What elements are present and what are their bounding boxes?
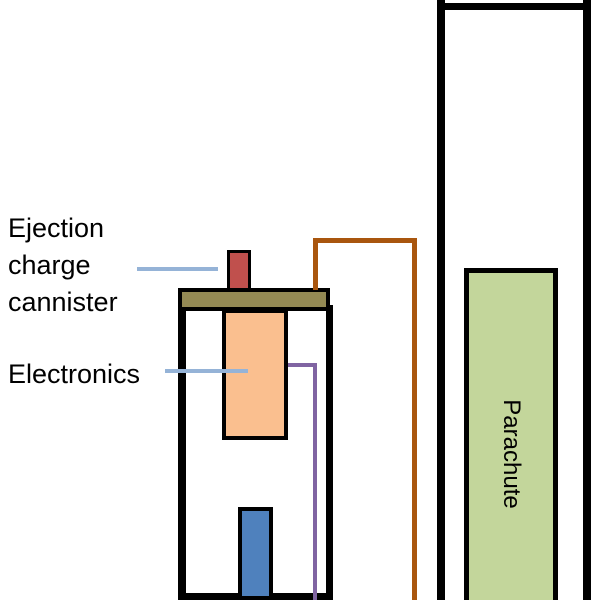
blue-component-box (238, 507, 273, 600)
brown-cord-riser (313, 241, 318, 290)
electronics-box (222, 309, 288, 440)
purple-wire-horizontal (288, 363, 317, 367)
body-tube-left-wall (437, 0, 445, 600)
ejection-leader-line (137, 267, 218, 271)
parachute-box: Parachute (464, 268, 558, 600)
purple-wire-vertical (313, 363, 317, 600)
parachute-label: Parachute (498, 399, 525, 509)
avionics-bay-lid (178, 288, 330, 311)
body-tube-right-wall (583, 0, 591, 600)
brown-cord-drop (412, 243, 417, 600)
ejection-charge-label: Ejection charge cannister (8, 213, 118, 317)
brown-cord-crossover (313, 238, 417, 243)
body-tube-top-line (437, 3, 591, 10)
electronics-leader-line (165, 369, 248, 373)
electronics-label: Electronics (8, 359, 141, 389)
ejection-charge-cannister (227, 250, 251, 292)
